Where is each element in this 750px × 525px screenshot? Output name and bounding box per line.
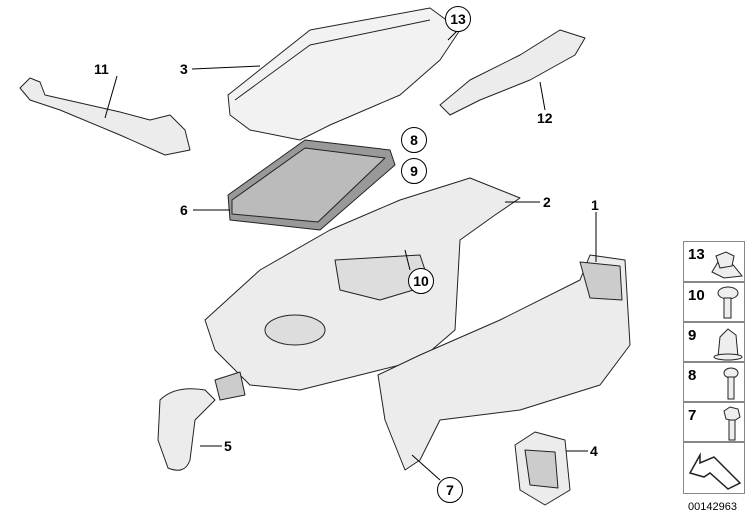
legend-item-7: 7 bbox=[683, 402, 745, 442]
expanding-nut-icon bbox=[713, 328, 743, 361]
hex-head-bolt-icon bbox=[723, 406, 741, 441]
callout-11: 11 bbox=[94, 61, 109, 77]
legend-item-8: 8 bbox=[683, 362, 745, 402]
direction-arrow-icon bbox=[688, 452, 742, 490]
round-head-bolt-icon bbox=[723, 367, 739, 400]
part-3-filter-cover bbox=[227, 7, 461, 141]
legend-item-10: 10 bbox=[683, 282, 745, 322]
callout-13: 13 bbox=[445, 6, 471, 32]
callout-12: 12 bbox=[537, 110, 553, 126]
callout-4: 4 bbox=[590, 443, 598, 459]
pan-head-screw-icon bbox=[717, 286, 739, 319]
part-5-elbow-duct bbox=[157, 388, 216, 471]
part-1-air-duct bbox=[377, 254, 631, 471]
clip-nut-icon bbox=[711, 251, 743, 279]
callout-2: 2 bbox=[543, 194, 551, 210]
legend-item-9: 9 bbox=[683, 322, 745, 362]
callout-6: 6 bbox=[180, 202, 188, 218]
callout-5: 5 bbox=[224, 438, 232, 454]
legend-item-arrow bbox=[683, 442, 745, 494]
part-12-strip bbox=[439, 29, 586, 116]
diagram-id: 00142963 bbox=[688, 501, 737, 513]
callout-1: 1 bbox=[591, 197, 599, 213]
callout-8: 8 bbox=[401, 127, 427, 153]
callout-3: 3 bbox=[180, 61, 188, 77]
callout-7: 7 bbox=[437, 477, 463, 503]
callout-9: 9 bbox=[401, 158, 427, 184]
callout-10: 10 bbox=[408, 268, 434, 294]
legend-item-13: 13 bbox=[683, 241, 745, 282]
